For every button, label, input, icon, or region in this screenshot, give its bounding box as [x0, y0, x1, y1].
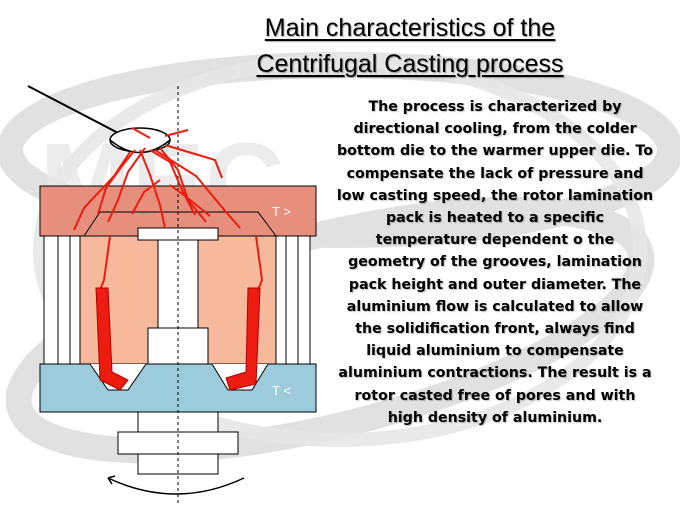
aluminium-flow-streams	[73, 127, 264, 291]
ladle-handle	[27, 85, 123, 136]
sprue-plate	[137, 227, 219, 241]
slide-title-line-2: Centrifugal Casting process	[256, 50, 564, 78]
slide-title-line-1: Main characteristics of the	[264, 14, 556, 42]
label-lower-temperature: T <	[272, 383, 291, 398]
aluminium-bars	[95, 287, 261, 391]
description-text: The process is characterized by directio…	[336, 99, 654, 426]
label-upper-temperature: T >	[272, 204, 291, 219]
centrifugal-casting-diagram: T > T <	[27, 85, 317, 506]
rotation-arrow	[107, 477, 245, 495]
